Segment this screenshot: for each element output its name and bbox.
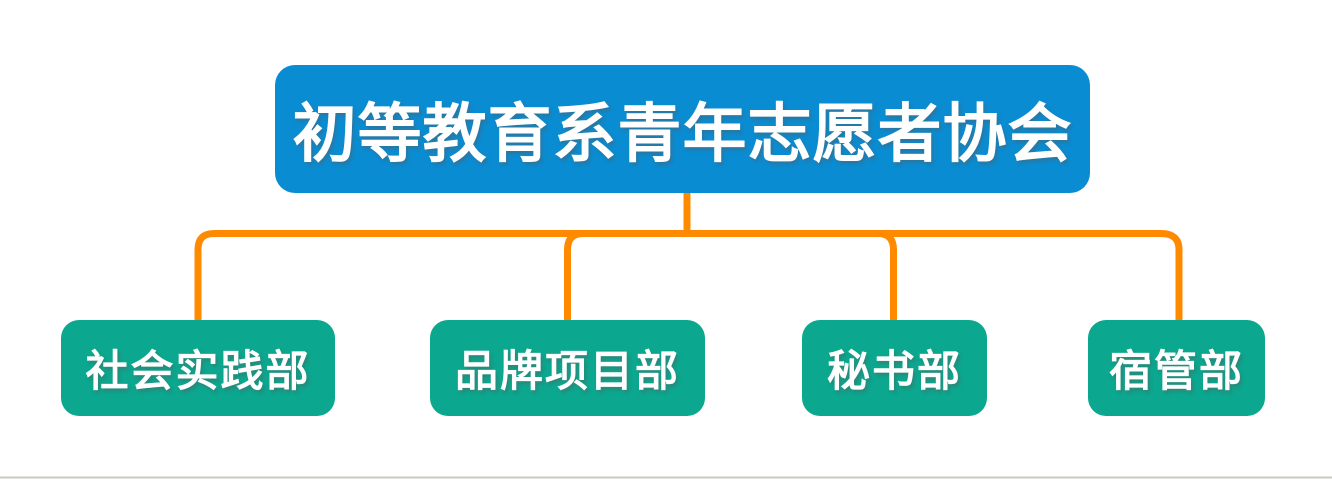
org-node-dept-label: 宿管部 <box>1109 348 1244 396</box>
connector-branch-1 <box>194 230 687 320</box>
org-node-root: 初等教育系青年志愿者协会 <box>275 65 1090 193</box>
connector-branch-4 <box>687 230 1183 320</box>
connector-branch-2 <box>564 230 687 320</box>
org-node-dept-label: 秘书部 <box>827 348 962 396</box>
connector-branch-3 <box>687 230 897 320</box>
org-node-dept-dorm-management: 宿管部 <box>1088 320 1265 416</box>
org-node-dept-label: 社会实践部 <box>85 348 311 396</box>
org-node-dept-social-practice: 社会实践部 <box>61 320 335 416</box>
org-node-dept-brand-projects: 品牌项目部 <box>430 320 705 416</box>
org-node-root-label: 初等教育系青年志愿者协会 <box>292 98 1073 170</box>
org-node-dept-label: 品牌项目部 <box>455 348 680 396</box>
org-node-dept-secretariat: 秘书部 <box>802 320 987 416</box>
